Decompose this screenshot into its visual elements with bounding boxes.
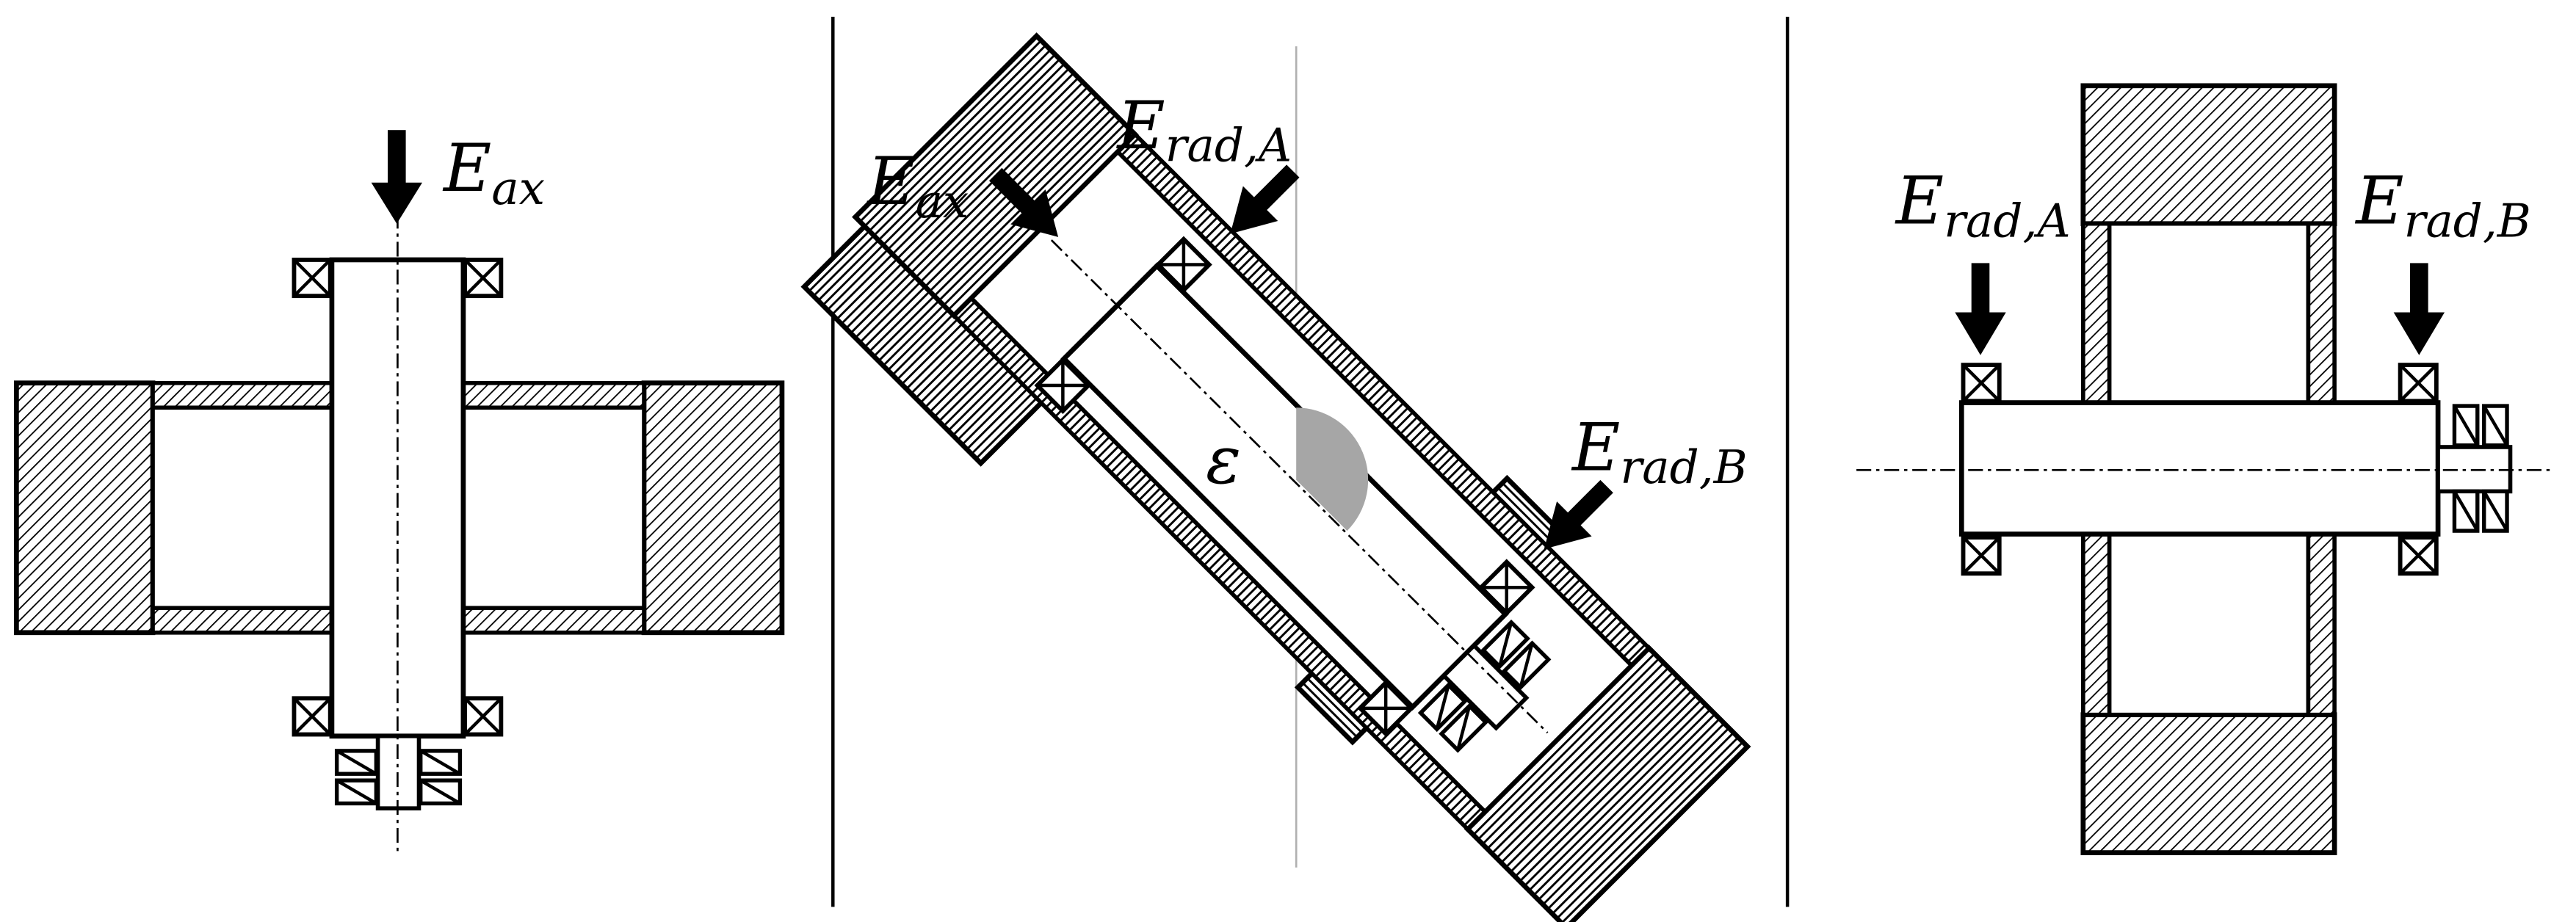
axial-bearing-symbol — [2484, 406, 2507, 446]
axial-bearing-symbol — [2454, 491, 2477, 531]
panel-radial: Erad,A Erad,B — [1856, 83, 2555, 855]
axial-bearing-symbol — [2454, 406, 2477, 446]
housing-top — [2080, 83, 2337, 227]
panel-axial: Eax — [14, 130, 785, 854]
axial-bearing-symbol — [337, 751, 377, 774]
label-e-rad-b: Erad,B — [1571, 410, 1748, 494]
force-arrow-e-rad-b — [1544, 479, 1613, 550]
force-arrow-e-rad-a — [1955, 263, 2006, 355]
force-arrow-e-ax — [371, 130, 422, 224]
axial-bearing-symbol — [421, 780, 460, 803]
label-e-rad-b: Erad,B — [2354, 164, 2531, 248]
housing-left — [14, 380, 156, 636]
force-arrow-e-rad-b — [2393, 263, 2445, 355]
force-arrow-e-rad-a — [1230, 164, 1300, 234]
center-line — [1050, 239, 1549, 734]
axial-bearing-symbol — [421, 751, 460, 774]
label-epsilon: ε — [1206, 423, 1241, 499]
label-e-ax: Eax — [866, 144, 969, 228]
shaft-stub — [1441, 642, 1530, 731]
bearing-symbol — [465, 698, 501, 734]
bearing-symbol — [294, 260, 330, 296]
bearing-symbol — [294, 698, 330, 734]
angle-epsilon-sector — [1296, 407, 1369, 531]
label-e-ax: Eax — [442, 131, 545, 215]
housing-bottom — [2080, 712, 2337, 855]
bearing-symbol — [2400, 365, 2436, 401]
bearing-symbol — [1964, 537, 2000, 573]
shaft — [1958, 400, 2441, 537]
housing-right — [641, 380, 785, 636]
label-e-rad-a: Erad,A — [1895, 164, 2071, 248]
force-arrow-e-ax — [988, 167, 1059, 237]
bearing-symbol — [1964, 365, 2000, 401]
bearing-symbol — [465, 260, 501, 296]
axial-bearing-symbol — [2484, 491, 2507, 531]
label-e-rad-a: Erad,A — [1115, 88, 1292, 173]
axial-bearing-symbol — [337, 780, 377, 803]
panel-inclined: ε Eax Erad,A Erad,B — [800, 32, 1751, 922]
bearing-symbol — [2400, 537, 2436, 573]
